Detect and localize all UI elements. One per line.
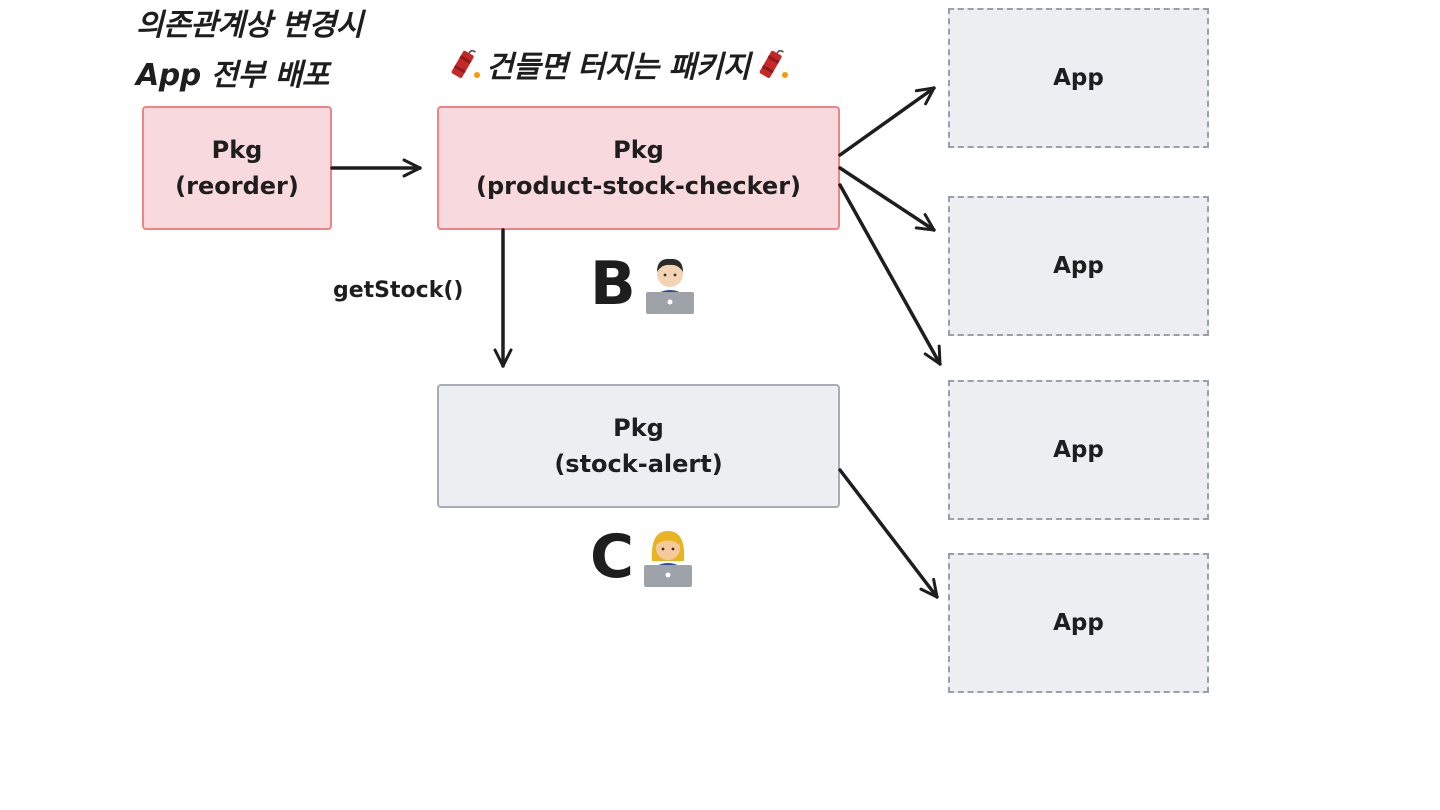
arrow-alert-to-app-4 [838, 468, 939, 599]
owner-b: B [590, 250, 702, 314]
woman-technologist-icon [644, 531, 693, 587]
edge-label-getstock: getStock() [333, 278, 464, 303]
warning-title: 건들면 터지는 패키지 [446, 42, 790, 86]
app-label: App [1053, 437, 1104, 463]
owner-c: C [590, 523, 700, 587]
app-box-4: App [948, 553, 1209, 693]
pkg-reorder-title: Pkg [211, 136, 263, 164]
pkg-alert-title: Pkg [613, 414, 664, 442]
pkg-stock-alert: Pkg (stock-alert) [437, 384, 840, 508]
note-deploy-all-apps: App 전부 배포 [136, 58, 329, 93]
pkg-reorder: Pkg (reorder) [142, 106, 332, 230]
man-technologist-icon [645, 258, 694, 314]
app-label: App [1053, 65, 1104, 91]
note-dependency-change: 의존관계상 변경시 [136, 8, 363, 43]
app-label: App [1053, 253, 1104, 279]
arrow-checker-to-app-2 [838, 166, 936, 232]
arrow-checker-to-app-1 [838, 86, 936, 157]
pkg-checker-title: Pkg [613, 136, 664, 164]
dynamite-icon [759, 49, 788, 78]
pkg-product-stock-checker: Pkg (product-stock-checker) [437, 106, 840, 230]
owner-c-letter: C [590, 522, 635, 592]
pkg-checker-name: (product-stock-checker) [475, 172, 801, 200]
pkg-alert-name: (stock-alert) [554, 450, 723, 478]
app-label: App [1053, 610, 1104, 636]
app-box-1: App [948, 8, 1209, 148]
owner-b-letter: B [590, 249, 636, 319]
arrow-checker-to-app-3 [838, 183, 942, 366]
app-box-2: App [948, 196, 1209, 336]
pkg-reorder-name: (reorder) [175, 172, 299, 200]
dynamite-icon [451, 49, 480, 78]
app-box-3: App [948, 380, 1209, 520]
warning-text: 건들면 터지는 패키지 [486, 50, 750, 85]
